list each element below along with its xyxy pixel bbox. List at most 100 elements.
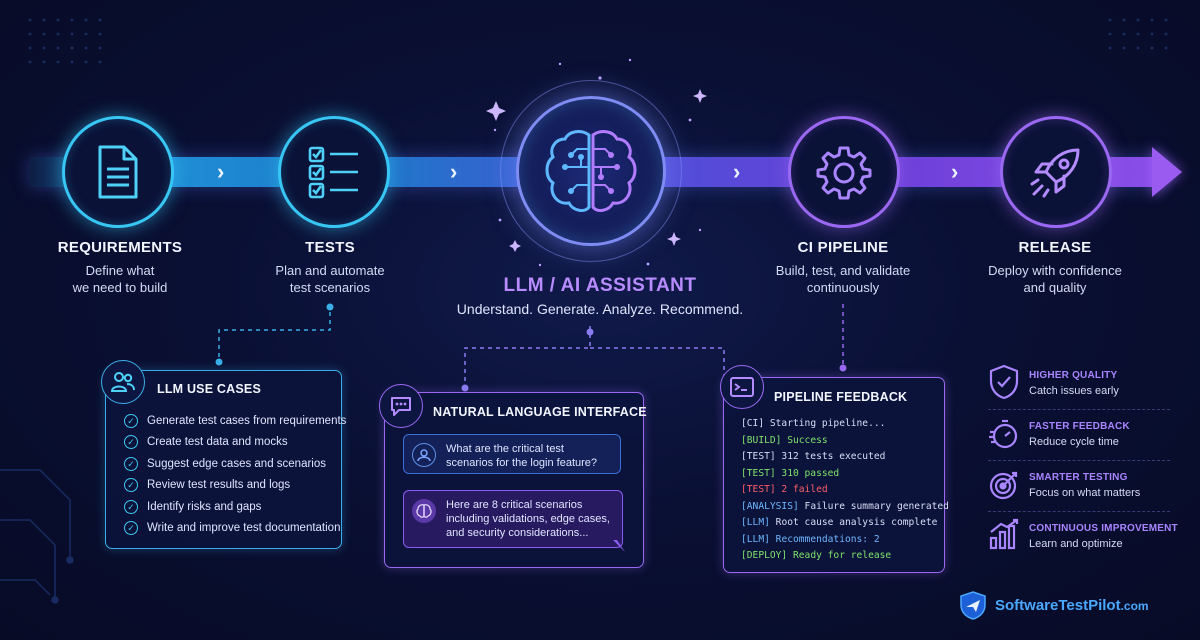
center-title: LLM / AI ASSISTANT [503, 275, 697, 296]
log-tag: [TEST] [741, 467, 776, 479]
user-message-text: What are the critical test scenarios for… [446, 443, 598, 469]
use-case-item: ✓Write and improve test documentation [124, 521, 340, 535]
stopwatch-icon [989, 419, 1018, 449]
log-tag: [TEST] [741, 484, 776, 495]
log-line: [CI] Starting pipeline... [741, 418, 885, 429]
stage-ci-pipeline-node [788, 116, 900, 228]
log-tag: [BUILD] [741, 434, 782, 446]
checklist-icon [308, 146, 358, 199]
brain-icon [412, 499, 436, 523]
use-case-item: ✓Suggest edge cases and scenarios [124, 457, 326, 471]
benefit-title: SMARTER TESTING [1029, 472, 1128, 483]
log-line: [BUILD] Success [741, 435, 828, 446]
log-tag: [LLM] [741, 517, 770, 528]
log-line: [LLM] Root cause analysis complete [741, 517, 937, 528]
brand-logo: SoftwareTestPilot.com [958, 590, 1149, 620]
log-message: Starting pipeline... [764, 418, 886, 429]
bubble-tail [613, 540, 625, 552]
chevron-right-icon: › [951, 159, 959, 184]
log-tag: [ANALYSIS] [741, 500, 799, 512]
use-cases-title: LLM USE CASES [157, 382, 261, 396]
gear-icon [816, 146, 872, 200]
log-tag: [TEST] [741, 451, 776, 462]
log-tag: [DEPLOY] [741, 550, 788, 561]
shield-plane-icon [960, 591, 986, 620]
benefit-desc: Learn and optimize [1029, 538, 1123, 550]
check-circle-icon: ✓ [124, 521, 138, 535]
log-message: Failure summary generated [798, 500, 949, 512]
llm-use-cases-card [105, 370, 342, 549]
log-message: Recommendations: 2 [769, 533, 880, 545]
stage-title: RELEASE [1018, 239, 1092, 256]
brand-name: SoftwareTestPilot.com [995, 596, 1149, 614]
growth-chart-icon [989, 518, 1019, 550]
log-line: [DEPLOY] Ready for release [741, 550, 891, 561]
log-line: [ANALYSIS] Failure summary generated [741, 501, 949, 512]
benefit-separator [988, 409, 1170, 410]
log-tag: [CI] [741, 418, 765, 429]
center-subtitle: Understand. Generate. Analyze. Recommend… [456, 301, 744, 317]
llm-assistant-node [516, 96, 666, 246]
log-message: Root cause analysis complete [769, 517, 938, 528]
benefit-desc: Focus on what matters [1029, 487, 1141, 499]
ai-message-bubble: Here are 8 critical scenarios including … [403, 490, 623, 548]
check-circle-icon: ✓ [124, 457, 138, 471]
stage-desc-line2: test scenarios [289, 280, 371, 295]
log-tag: [LLM] [741, 533, 770, 545]
log-line: [TEST] 312 tests executed [741, 451, 885, 462]
chat-bubble-icon [391, 397, 411, 416]
benefit-separator [988, 511, 1170, 512]
rocket-icon [1030, 148, 1080, 198]
stage-desc-line2: we need to build [72, 280, 168, 295]
log-line: [TEST] 310 passed [741, 468, 839, 479]
benefit-title: CONTINUOUS IMPROVEMENT [1029, 523, 1178, 534]
stage-title: TESTS [305, 239, 355, 256]
stage-release-node [1000, 116, 1112, 228]
log-message: Ready for release [787, 550, 892, 561]
benefit-desc: Reduce cycle time [1029, 436, 1119, 448]
chevron-right-icon: › [733, 159, 741, 184]
use-case-item: ✓Review test results and logs [124, 478, 290, 492]
stage-desc-line1: Define what [85, 263, 155, 278]
document-icon [98, 145, 138, 199]
ai-message-text: Here are 8 critical scenarios including … [446, 499, 610, 539]
benefit-title: HIGHER QUALITY [1029, 370, 1118, 381]
log-message: 310 passed [775, 467, 840, 479]
stage-title: CI PIPELINE [797, 239, 889, 256]
user-icon [412, 443, 436, 467]
log-line: [LLM] Recommendations: 2 [741, 534, 880, 545]
use-case-item: ✓Identify risks and gaps [124, 500, 261, 514]
stage-tests-node [278, 116, 390, 228]
pipeline-badge [720, 365, 764, 409]
check-circle-icon: ✓ [124, 478, 138, 492]
log-message: 312 tests executed [775, 451, 886, 462]
benefit-separator [988, 460, 1170, 461]
center-glow-ring [500, 80, 682, 262]
log-message: 2 failed [775, 484, 828, 495]
log-message: Success [781, 434, 828, 446]
use-case-item: ✓Generate test cases from requirements [124, 414, 346, 428]
nli-title: NATURAL LANGUAGE INTERFACE [433, 405, 647, 419]
use-cases-badge [101, 360, 145, 404]
stage-title: REQUIREMENTS [57, 239, 183, 256]
log-line: [TEST] 2 failed [741, 484, 828, 495]
stage-desc-line1: Plan and automate [275, 263, 385, 278]
check-circle-icon: ✓ [124, 414, 138, 428]
chevron-right-icon: › [450, 159, 458, 184]
check-circle-icon: ✓ [124, 435, 138, 449]
users-icon [110, 372, 135, 392]
brain-icon [545, 130, 637, 212]
terminal-icon [730, 377, 754, 397]
nli-badge [379, 384, 423, 428]
chevron-right-icon: › [217, 159, 225, 184]
stage-desc-line2: continuously [806, 280, 880, 295]
shield-check-icon [989, 364, 1019, 400]
benefit-title: FASTER FEEDBACK [1029, 421, 1130, 432]
flow-arrowhead [1152, 147, 1182, 197]
stage-desc-line1: Build, test, and validate [775, 263, 911, 278]
use-case-item: ✓Create test data and mocks [124, 435, 288, 449]
check-circle-icon: ✓ [124, 500, 138, 514]
target-icon [989, 471, 1018, 500]
